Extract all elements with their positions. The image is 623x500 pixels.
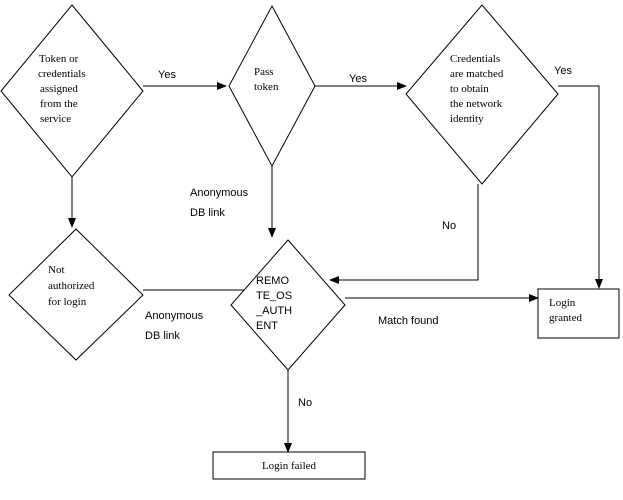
- label-match-found: Match found: [378, 315, 439, 327]
- label-yes-3: Yes: [554, 65, 572, 77]
- decision-credentials-matched: [405, 4, 559, 185]
- box-login-failed: [212, 451, 366, 480]
- decision-remote-os-authent: [230, 239, 346, 371]
- decision-token-or-credentials: [0, 4, 144, 178]
- decision-pass-token: [228, 4, 316, 168]
- login-granted-text: Login granted: [549, 297, 582, 324]
- remote-os-authent-text: REMO TE_OS _AUTH ENT: [255, 275, 295, 332]
- label-anonymous-db-link-2: Anonymous DB link: [145, 310, 206, 342]
- token-decision-text: Token or credentials assigned from the s…: [38, 53, 88, 125]
- connectors: [68, 82, 603, 453]
- credentials-matched-text: Credentials are matched to obtain the ne…: [450, 53, 506, 125]
- box-login-granted: [537, 288, 620, 339]
- label-anonymous-db-link-1: Anonymous DB link: [190, 187, 251, 219]
- login-failed-text: Login failed: [262, 460, 317, 472]
- label-no-2: No: [298, 397, 312, 409]
- edge-credentials-to-granted: [558, 85, 603, 289]
- label-yes-1: Yes: [158, 69, 176, 81]
- pass-token-text: Pass token: [254, 66, 279, 93]
- decision-not-authorized: [8, 228, 144, 361]
- not-authorized-text: Not authorized for login: [48, 264, 97, 308]
- label-no-1: No: [442, 220, 456, 232]
- shapes: [0, 4, 620, 480]
- edge-credentials-to-remote: [329, 184, 479, 284]
- label-yes-2: Yes: [349, 73, 367, 85]
